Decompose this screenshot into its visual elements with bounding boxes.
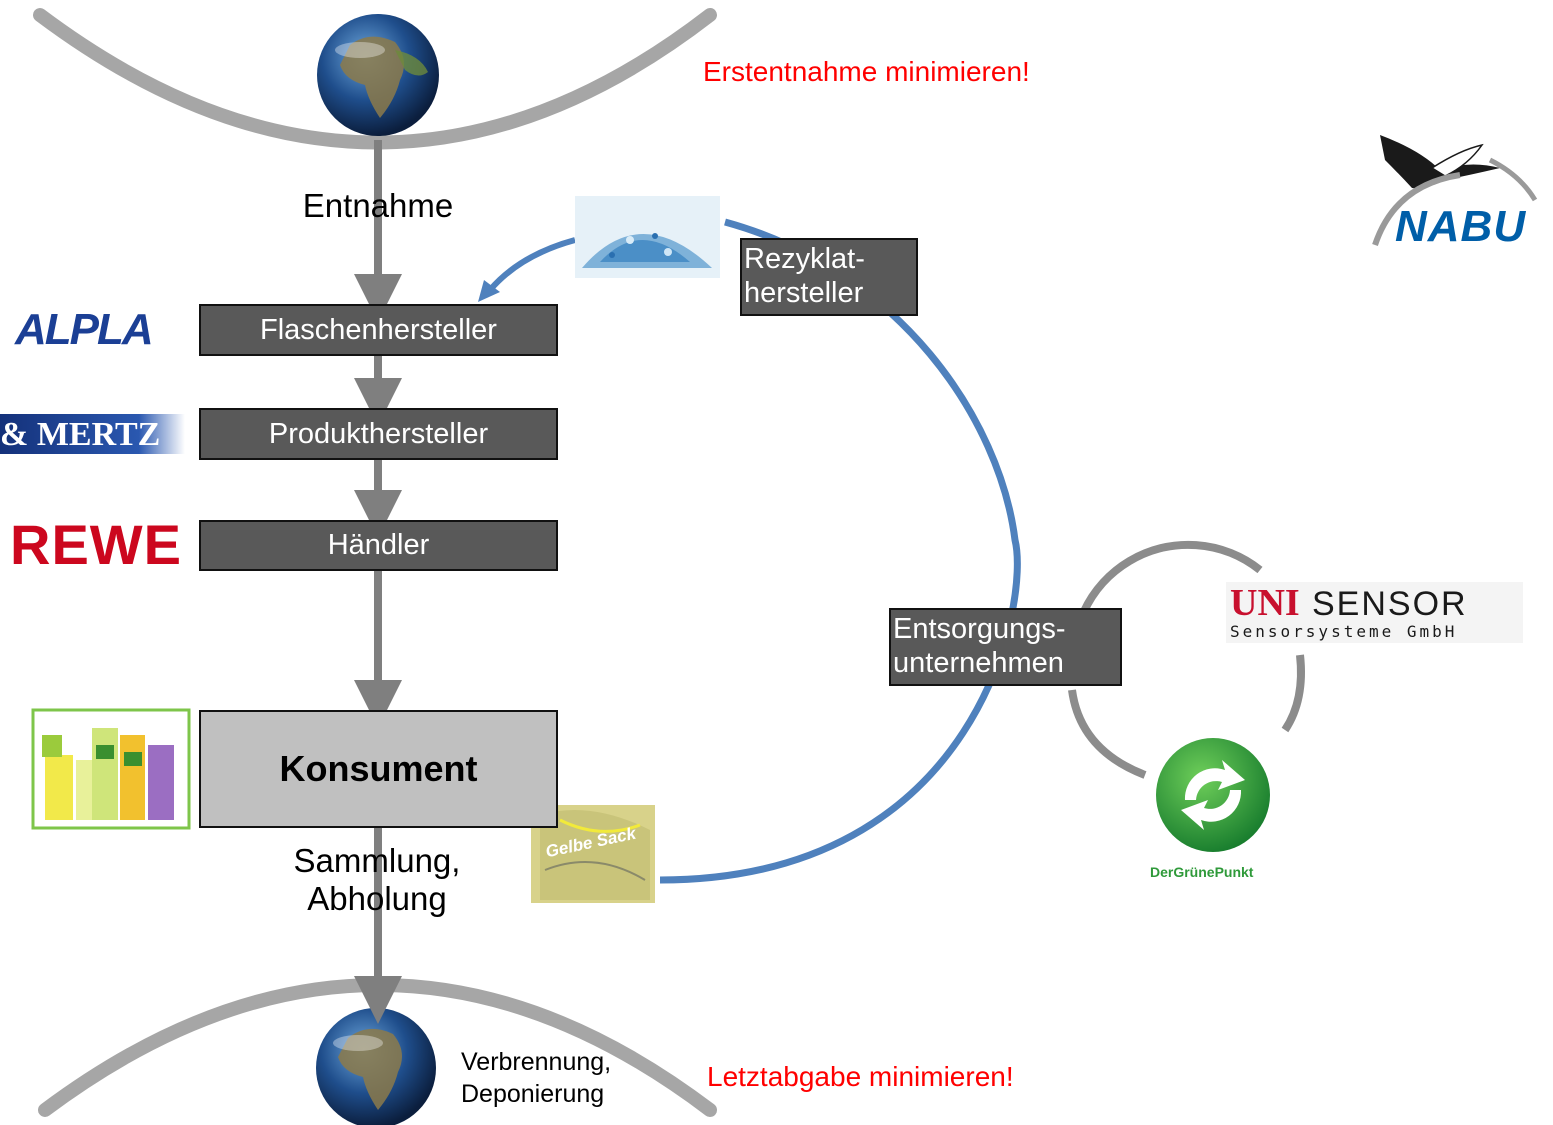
recycling-arrow [487, 237, 576, 292]
earth-bottom-icon [316, 1008, 436, 1125]
unisensor-uni: UNI [1230, 582, 1300, 624]
products-image [31, 708, 191, 830]
verbrennung-line2: Deponierung [461, 1080, 605, 1108]
nabu-stork-icon [1372, 135, 1538, 246]
sammlung-line1: Sammlung, [293, 842, 461, 879]
gruener-punkt-label: DerGrünePunkt [1150, 864, 1254, 880]
unisensor-sensor: SENSOR [1312, 585, 1468, 623]
nabu-logo: NABU [1395, 202, 1527, 251]
erstentnahme-warning: Erstentnahme minimieren! [703, 56, 1030, 87]
plastic-flakes-image [575, 196, 720, 278]
rewe-logo: REWE [10, 513, 182, 576]
mertz-logo-band [0, 414, 185, 454]
haendler-box: Händler [199, 520, 558, 571]
rezyklathersteller-box: Rezyklat- hersteller [740, 238, 918, 316]
entsorgungsunternehmen-box: Entsorgungs- unternehmen [889, 608, 1122, 686]
verbrennung-line1: Verbrennung, [461, 1048, 612, 1076]
letztabgabe-warning: Letztabgabe minimieren! [707, 1061, 1014, 1092]
earth-top-icon [317, 14, 439, 136]
sammlung-label: Sammlung, Abholung [262, 842, 492, 918]
rezyklat-line2: hersteller [744, 277, 864, 309]
entsorgung-line1: Entsorgungs- [893, 613, 1066, 645]
flaschenhersteller-box: Flaschenhersteller [199, 304, 558, 356]
gruener-punkt-icon [1156, 738, 1270, 852]
entsorgung-line2: unternehmen [893, 647, 1064, 679]
verbrennung-label: Verbrennung, Deponierung [461, 1046, 611, 1110]
konsument-box: Konsument [199, 710, 558, 828]
produkthersteller-box: Produkthersteller [199, 408, 558, 460]
recycling-loop [659, 218, 1021, 884]
mertz-logo: & MERTZ [0, 416, 161, 453]
sammlung-line2: Abholung [307, 880, 447, 917]
alpla-logo: ALPLA [15, 305, 154, 354]
rezyklat-line1: Rezyklat- [744, 243, 865, 275]
unisensor-subtitle: Sensorsysteme GmbH [1230, 622, 1458, 641]
entnahme-label: Entnahme [302, 187, 454, 224]
unisensor-logo: UNI SENSOR Sensorsysteme GmbH [1226, 582, 1523, 643]
